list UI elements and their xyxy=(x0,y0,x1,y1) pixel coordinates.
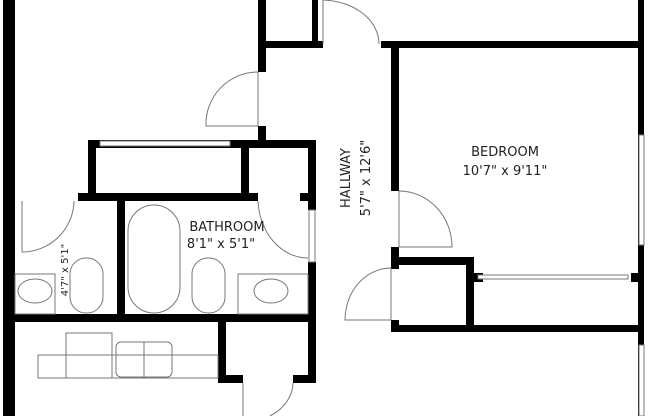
bedroom-name: BEDROOM xyxy=(471,145,539,160)
room-labels: BEDROOM 10'7" x 9'11" BATHROOM 8'1" x 5'… xyxy=(60,140,547,296)
bathroom-dimensions: 8'1" x 5'1" xyxy=(187,237,255,252)
bathroom-name: BATHROOM xyxy=(189,220,264,235)
bedroom-dimensions: 10'7" x 9'11" xyxy=(463,164,548,179)
windows xyxy=(99,134,645,416)
fixtures xyxy=(14,204,309,379)
walls xyxy=(3,0,644,416)
half-bath-dimensions: 4'7" x 5'1" xyxy=(60,244,71,296)
doors[interactable] xyxy=(21,0,453,416)
hallway-name: HALLWAY xyxy=(339,148,354,208)
hallway-dimensions: 5'7" x 12'6" xyxy=(359,140,374,216)
